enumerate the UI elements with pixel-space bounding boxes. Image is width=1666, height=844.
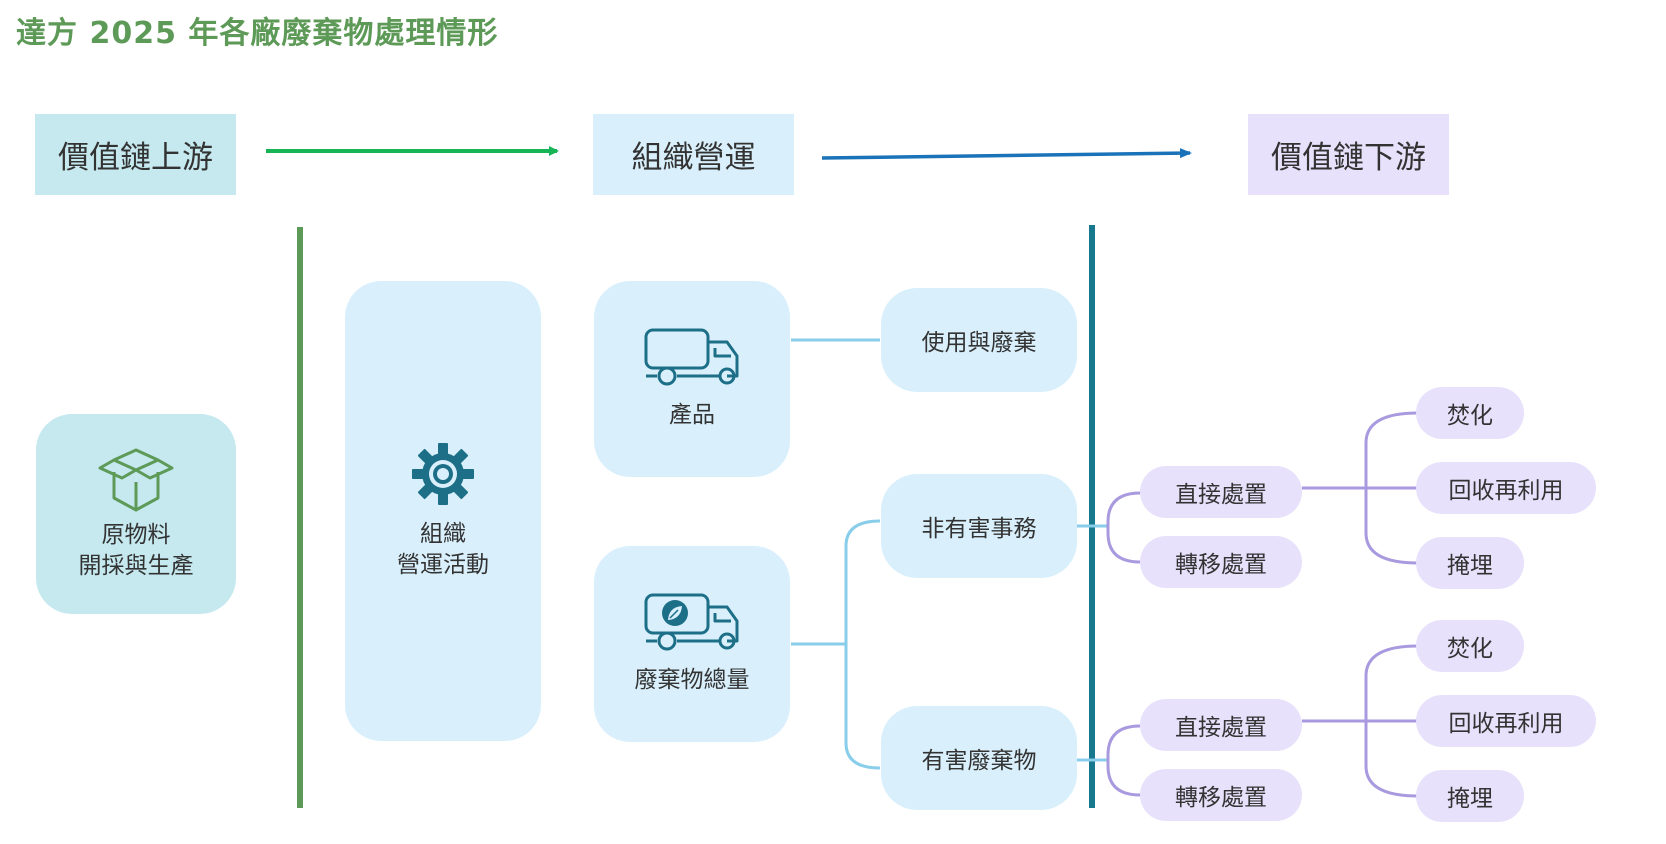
org-activities-label-line1: 組織 [420,520,466,547]
top-transfer-disposal: 轉移處置 [1140,536,1302,588]
header-operations: 組織營運 [593,114,794,195]
bottom-recycle: 回收再利用 [1416,695,1596,747]
bottom-transfer-disposal: 轉移處置 [1140,769,1302,821]
hazardous-node: 有害廢棄物 [881,706,1077,810]
raw-material-node: 原物料 開採與生產 [36,414,236,614]
top-incineration: 焚化 [1416,387,1524,439]
top-fork [1364,411,1419,565]
bottom-fork [1364,644,1419,798]
top-treatment-bracket [1106,491,1141,564]
waste-connector [791,519,881,770]
product-node: 產品 [594,281,790,477]
non-hazardous-node: 非有害事務 [881,474,1077,578]
waste-total-node: 廢棄物總量 [594,546,790,742]
top-landfill: 掩埋 [1416,537,1524,589]
use-disposal-node: 使用與廢棄 [881,288,1077,392]
raw-material-label-line1: 原物料 [101,521,171,548]
truck-icon [644,328,739,386]
gear-icon [412,442,474,505]
box-icon [98,448,174,512]
bottom-incineration: 焚化 [1416,620,1524,672]
blue-arrow [821,148,1192,160]
top-recycle: 回收再利用 [1416,462,1596,514]
product-label: 產品 [669,402,715,429]
waste-total-label: 廢棄物總量 [634,667,750,694]
top-direct-disposal: 直接處置 [1140,466,1302,518]
header-downstream: 價值鏈下游 [1248,114,1449,195]
page-title: 達方 2025 年各廠廢棄物處理情形 [16,16,499,51]
org-activities-node: 組織 營運活動 [345,281,541,741]
org-activities-label-line2: 營運活動 [397,552,489,578]
eco-truck-icon [644,593,739,651]
bottom-direct-disposal: 直接處置 [1140,699,1302,751]
raw-material-label-line2: 開採與生產 [78,553,194,579]
bottom-treatment-bracket [1106,724,1141,797]
header-upstream: 價值鏈上游 [35,114,236,195]
bottom-landfill: 掩埋 [1416,770,1524,822]
